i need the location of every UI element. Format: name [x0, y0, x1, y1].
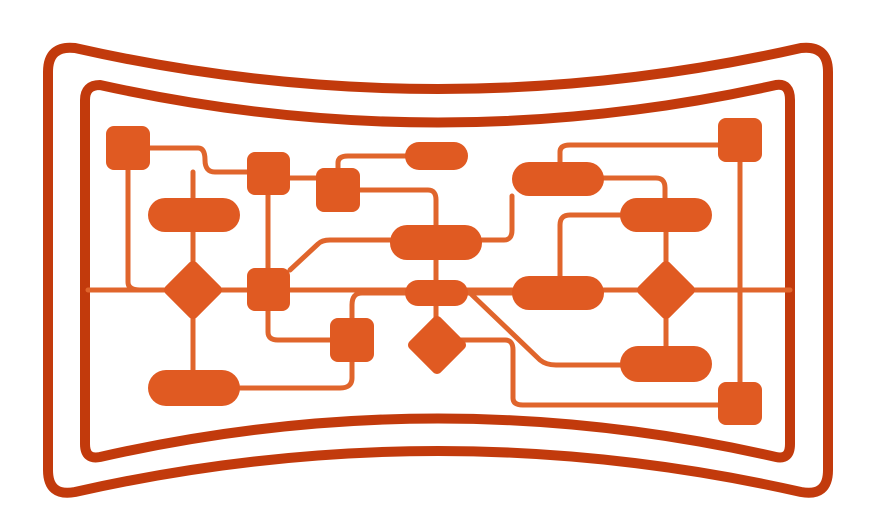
inner-frame: [80, 79, 795, 463]
wire: [287, 237, 393, 273]
wire: [357, 187, 439, 348]
wire: [265, 192, 333, 343]
wire: [147, 145, 250, 175]
pill-node: [620, 198, 712, 232]
wire: [467, 290, 623, 368]
pill-node: [405, 280, 468, 306]
wire: [457, 337, 721, 408]
nodes: [106, 118, 762, 425]
square-node: [247, 152, 290, 195]
square-node: [330, 318, 374, 362]
pill-node: [390, 225, 482, 260]
pill-node: [620, 346, 712, 382]
square-node: [316, 168, 360, 212]
square-node: [247, 268, 290, 311]
diamond-node: [163, 260, 223, 320]
wire: [479, 193, 515, 243]
pill-node: [405, 142, 468, 170]
pill-node: [148, 370, 240, 406]
square-node: [718, 118, 762, 162]
wire: [557, 142, 721, 165]
pill-node: [148, 198, 240, 232]
pill-node: [512, 162, 604, 196]
square-node: [106, 126, 150, 170]
wire: [335, 153, 408, 171]
wire: [349, 290, 408, 321]
wire: [125, 167, 143, 293]
diamond-node: [636, 260, 696, 320]
pill-node: [512, 276, 604, 310]
wire: [557, 212, 623, 279]
diamond-node: [407, 315, 467, 375]
square-node: [718, 382, 762, 425]
wire: [601, 175, 668, 201]
outer-frame: [43, 42, 833, 498]
frames: [43, 42, 833, 498]
wire: [237, 359, 355, 391]
